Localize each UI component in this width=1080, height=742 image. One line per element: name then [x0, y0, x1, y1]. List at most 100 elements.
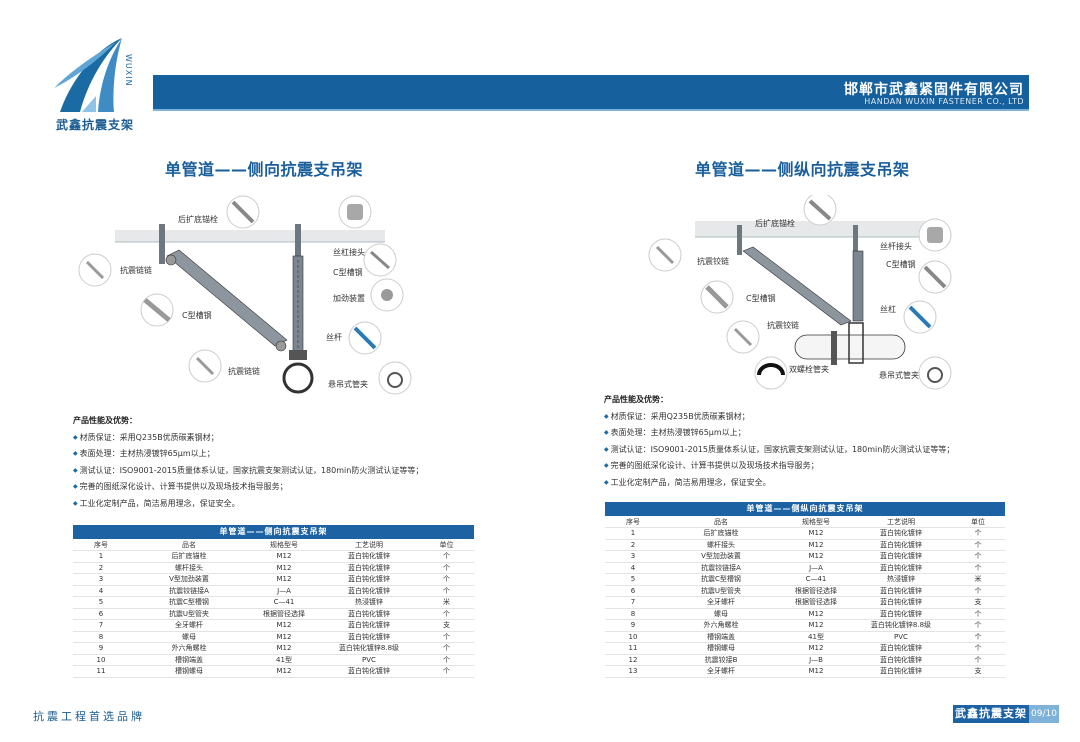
- table-cell: 蓝白钝化镀锌: [319, 665, 419, 678]
- left-feature-item: 材质保证：采用Q235B优质碳素钢材；: [73, 430, 423, 447]
- table-cell: 4: [605, 562, 661, 574]
- left-section-title: 单管道——侧向抗震支吊架: [165, 160, 364, 179]
- table-cell: V型加劲装置: [661, 550, 781, 563]
- table-cell: 12: [605, 654, 661, 666]
- left-features-heading: 产品性能及优势：: [73, 416, 137, 425]
- table-cell: 全牙螺杆: [661, 665, 781, 678]
- table-cell: 蓝白钝化镀锌: [851, 550, 951, 563]
- left-callout-hinge-top: 抗震链链: [120, 266, 152, 275]
- left-table-header-row: 序号品名规格型号工艺说明单位: [73, 539, 474, 551]
- table-cell: 槽钢螺母: [661, 642, 781, 655]
- sail-logo-icon: [54, 38, 122, 112]
- table-cell: 7: [73, 619, 129, 632]
- table-cell: 个: [419, 642, 474, 655]
- table-cell: 蓝白钝化镀锌: [851, 608, 951, 620]
- left-callout-rod: 丝杆: [326, 333, 342, 342]
- left-callout-channel-vert: C型槽钢: [333, 268, 363, 277]
- table-header-cell: 序号: [73, 539, 129, 551]
- table-cell: 11: [605, 642, 661, 655]
- company-name-cn: 邯郸市武鑫紧固件有限公司: [844, 82, 1024, 98]
- table-cell: 热浸镀锌: [851, 573, 951, 586]
- table-cell: 抗震U型管夹: [129, 608, 249, 620]
- table-cell: 米: [419, 596, 474, 609]
- table-cell: 7: [605, 596, 661, 609]
- table-cell: 10: [605, 631, 661, 643]
- table-cell: 个: [419, 631, 474, 643]
- right-features-heading: 产品性能及优势：: [604, 395, 668, 404]
- table-cell: 个: [419, 654, 474, 666]
- table-cell: 蓝白钝化镀锌: [319, 585, 419, 597]
- table-cell: 外六角螺栓: [129, 642, 249, 655]
- table-header-cell: 规格型号: [249, 539, 319, 551]
- right-callout-channel-vert: C型槽钢: [886, 260, 916, 269]
- table-cell: 支: [951, 665, 1005, 678]
- table-header-cell: 工艺说明: [319, 539, 419, 551]
- table-cell: 个: [951, 608, 1005, 620]
- table-cell: M12: [781, 608, 851, 620]
- table-cell: 8: [73, 631, 129, 643]
- table-cell: 个: [951, 654, 1005, 666]
- footer-brand: 武鑫抗震支架: [953, 705, 1029, 723]
- page-number: 09/10: [1029, 705, 1059, 723]
- right-section-title: 单管道——侧纵向抗震支吊架: [695, 160, 910, 179]
- table-cell: 个: [419, 608, 474, 620]
- table-cell: 全牙螺杆: [661, 596, 781, 609]
- table-cell: 螺杆接头: [129, 562, 249, 574]
- left-feature-item: 完善的图纸深化设计、计算书提供以及现场技术指导服务；: [73, 479, 423, 496]
- right-feature-item: 材质保证：采用Q235B优质碳素钢材；: [604, 409, 954, 426]
- table-cell: 蓝白钝化镀锌: [319, 573, 419, 586]
- table-header-cell: 单位: [951, 516, 1005, 528]
- left-callout-hinge-bottom: 抗震链链: [228, 367, 260, 376]
- table-cell: J—B: [781, 654, 851, 666]
- left-bracket-diagram: [78, 195, 412, 395]
- table-cell: 蓝白钝化镀锌: [319, 631, 419, 643]
- table-cell: 热浸镀锌: [319, 596, 419, 609]
- left-callout-rod-joint: 丝杠接头: [333, 248, 365, 257]
- table-cell: 2: [73, 562, 129, 574]
- left-feature-item: 工业化定制产品，简洁易用理念，保证安全。: [73, 496, 423, 513]
- table-cell: 6: [605, 585, 661, 597]
- right-callout-hinge-top: 抗震铰链: [697, 257, 729, 266]
- table-cell: 个: [419, 562, 474, 574]
- left-feature-item: 测试认证：ISO9001-2015质量体系认证，国家抗震支架测试认证，180mi…: [73, 463, 424, 480]
- table-cell: M12: [249, 665, 319, 678]
- table-cell: 蓝白钝化镀锌: [319, 562, 419, 574]
- left-features: 产品性能及优势： 材质保证：采用Q235B优质碳素钢材； 表面处理：主材热浸镀锌…: [73, 413, 423, 512]
- table-cell: 个: [951, 585, 1005, 597]
- table-cell: 5: [605, 573, 661, 586]
- table-header-cell: 品名: [661, 516, 781, 528]
- table-cell: 8: [605, 608, 661, 620]
- table-cell: V型加劲装置: [129, 573, 249, 586]
- table-cell: M12: [781, 527, 851, 540]
- table-cell: 外六角螺栓: [661, 619, 781, 632]
- right-callout-rod-joint: 丝杆接头: [880, 242, 912, 251]
- table-cell: 13: [605, 665, 661, 678]
- table-cell: 个: [951, 562, 1005, 574]
- table-cell: 根据管径选择: [249, 608, 319, 620]
- right-feature-item: 测试认证：ISO9001-2015质量体系认证，国家抗震支架测试认证，180mi…: [604, 442, 955, 459]
- header-bar: [153, 75, 1029, 109]
- table-cell: 后扩底锚栓: [129, 550, 249, 563]
- table-cell: 5: [73, 596, 129, 609]
- right-callout-hinge-bottom: 抗震铰链: [767, 321, 799, 330]
- footer-slogan: 抗震工程首选品牌: [33, 710, 145, 723]
- table-cell: 个: [419, 573, 474, 586]
- table-cell: 螺母: [129, 631, 249, 643]
- table-cell: 螺杆接头: [661, 539, 781, 551]
